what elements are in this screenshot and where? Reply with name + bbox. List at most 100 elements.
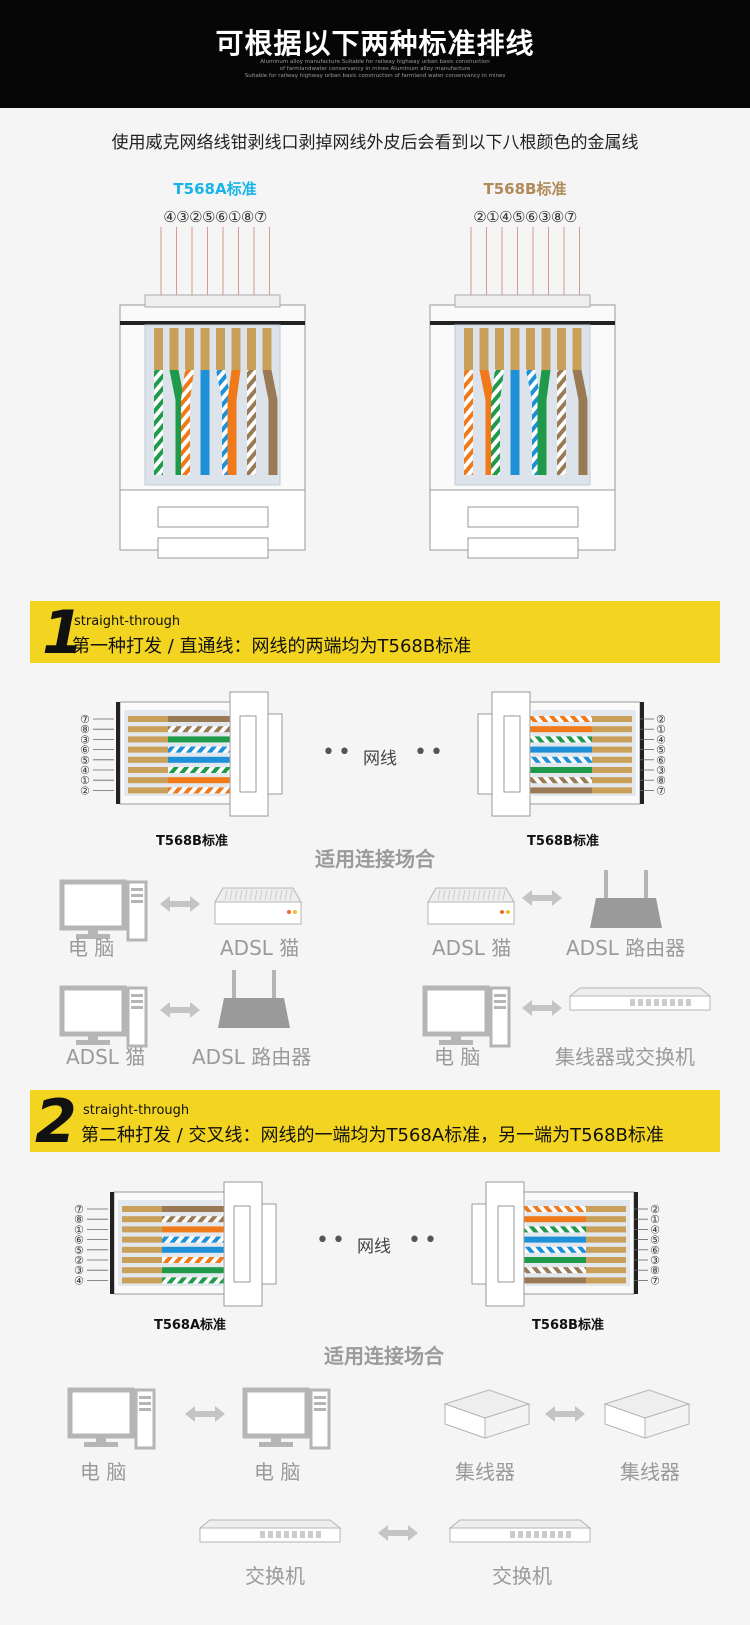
wire-strand bbox=[168, 726, 230, 733]
pc-tower-slot bbox=[131, 1006, 143, 1009]
wire-strand bbox=[530, 746, 592, 753]
plug-cable-exit bbox=[477, 713, 493, 795]
gold-pin bbox=[216, 328, 225, 370]
switch-port bbox=[526, 1531, 531, 1538]
modem-vent bbox=[467, 889, 471, 901]
wire-strand bbox=[524, 1206, 586, 1212]
gold-pin bbox=[572, 328, 582, 370]
wire-strand bbox=[572, 370, 588, 475]
monitor-stand bbox=[88, 928, 98, 934]
gold-pin bbox=[592, 716, 632, 722]
section-2-number: 2 bbox=[35, 1087, 77, 1157]
monitor-icon bbox=[59, 879, 127, 931]
pin-number: ② bbox=[656, 713, 666, 726]
modem-icon bbox=[427, 887, 515, 903]
pc-tower-slot bbox=[494, 1006, 506, 1009]
modem-vent bbox=[482, 889, 486, 901]
wire-strand bbox=[530, 787, 592, 794]
monitor-stand bbox=[271, 1436, 281, 1442]
modem-vent bbox=[442, 889, 446, 901]
modem-vent bbox=[269, 889, 273, 901]
plug-base bbox=[485, 1181, 525, 1307]
switch-port bbox=[550, 1531, 555, 1538]
switch-port bbox=[260, 1531, 265, 1538]
device-label-hub-2: 集线器 bbox=[620, 1460, 680, 1484]
gold-pin bbox=[557, 328, 566, 370]
modem-led bbox=[500, 910, 504, 914]
switch-port bbox=[662, 999, 667, 1006]
gold-pin bbox=[262, 328, 272, 370]
pc-tower-slot bbox=[131, 888, 143, 891]
modem-vent bbox=[477, 889, 481, 901]
switch-port bbox=[638, 999, 643, 1006]
gold-pin bbox=[128, 777, 168, 784]
pin-number: ⑧ bbox=[656, 774, 666, 787]
wire-strand bbox=[216, 370, 231, 475]
device-label-adsl-router-2: ADSL 路由器 bbox=[192, 1045, 312, 1069]
wire-strand bbox=[162, 1277, 224, 1284]
switch-port bbox=[542, 1531, 547, 1538]
plug-slot bbox=[503, 715, 521, 793]
section-2-dots-left: •• bbox=[316, 1228, 348, 1253]
switch-icon bbox=[448, 1519, 592, 1529]
pin-number: ⑤ bbox=[80, 754, 90, 767]
wire-strand bbox=[526, 370, 541, 475]
wire-strand bbox=[162, 1267, 224, 1274]
monitor-icon bbox=[422, 985, 490, 1037]
gold-pin bbox=[128, 746, 168, 753]
switch-port bbox=[292, 1531, 297, 1538]
router-antenna bbox=[604, 870, 608, 898]
modem-vent bbox=[234, 889, 238, 901]
wire-strand bbox=[524, 1226, 586, 1233]
wire-strand bbox=[530, 736, 592, 743]
router-icon bbox=[218, 998, 290, 1028]
device-label-computer-4: 电 脑 bbox=[254, 1460, 301, 1484]
plug-window bbox=[144, 324, 281, 486]
hub-side bbox=[644, 1403, 690, 1439]
section-2-cn: 第二种打发 / 交叉线：网线的一端均为T568A标准，另一端为T568B标准 bbox=[81, 1125, 664, 1146]
switch-port bbox=[686, 999, 691, 1006]
section-2-right-caption: T568B标准 bbox=[532, 1318, 604, 1333]
gold-pin bbox=[122, 1246, 162, 1253]
section-2-wire-label: 网线 bbox=[357, 1237, 391, 1257]
pin-number: ④ bbox=[650, 1223, 660, 1236]
device-label-hub-switch: 集线器或交换机 bbox=[555, 1045, 695, 1069]
page-title: 可根据以下两种标准排线 bbox=[215, 27, 535, 60]
modem-vent bbox=[437, 889, 441, 901]
wire-strand bbox=[530, 726, 592, 733]
wire-strand bbox=[168, 716, 230, 722]
gold-pin bbox=[586, 1277, 626, 1284]
wire-strand bbox=[524, 1257, 586, 1263]
pin-number: ⑥ bbox=[650, 1244, 660, 1257]
router-antenna bbox=[272, 970, 276, 998]
modem-vent bbox=[487, 889, 491, 901]
wire-strand bbox=[168, 787, 230, 794]
modem-vent bbox=[259, 889, 263, 901]
gold-pin bbox=[592, 777, 632, 784]
device-label-adsl-modem-3: ADSL 猫 bbox=[66, 1045, 146, 1069]
wire-strand bbox=[162, 1206, 224, 1212]
pc-tower-slot bbox=[494, 994, 506, 997]
standard-b-order: ②①④⑤⑥③⑧⑦ bbox=[473, 208, 577, 226]
gold-pin bbox=[526, 328, 535, 370]
section-2-scene-title: 适用连接场合 bbox=[324, 1344, 444, 1368]
wire-strand bbox=[524, 1277, 586, 1284]
modem-vent bbox=[244, 889, 248, 901]
section-1-en: straight-through bbox=[74, 614, 181, 629]
switch-port bbox=[268, 1531, 273, 1538]
wire-strand bbox=[227, 370, 241, 475]
bidirectional-arrow-icon bbox=[185, 1406, 225, 1422]
wire-strand bbox=[491, 370, 504, 475]
pin-number: ⑦ bbox=[656, 784, 666, 797]
modem-vent bbox=[457, 889, 461, 901]
device-label-computer-3: 电 脑 bbox=[80, 1460, 127, 1484]
plug-cable-exit bbox=[471, 1203, 487, 1285]
section-1-left-caption: T568B标准 bbox=[156, 834, 228, 849]
pin-number: ⑧ bbox=[80, 723, 90, 736]
modem-vent bbox=[239, 889, 243, 901]
gold-pin bbox=[128, 787, 168, 794]
router-antenna bbox=[644, 870, 648, 898]
section-1-right-plug: ②①④⑤⑥③⑧⑦ bbox=[477, 691, 666, 817]
gold-pin bbox=[122, 1257, 162, 1263]
device-label-adsl-modem-2: ADSL 猫 bbox=[432, 936, 512, 960]
